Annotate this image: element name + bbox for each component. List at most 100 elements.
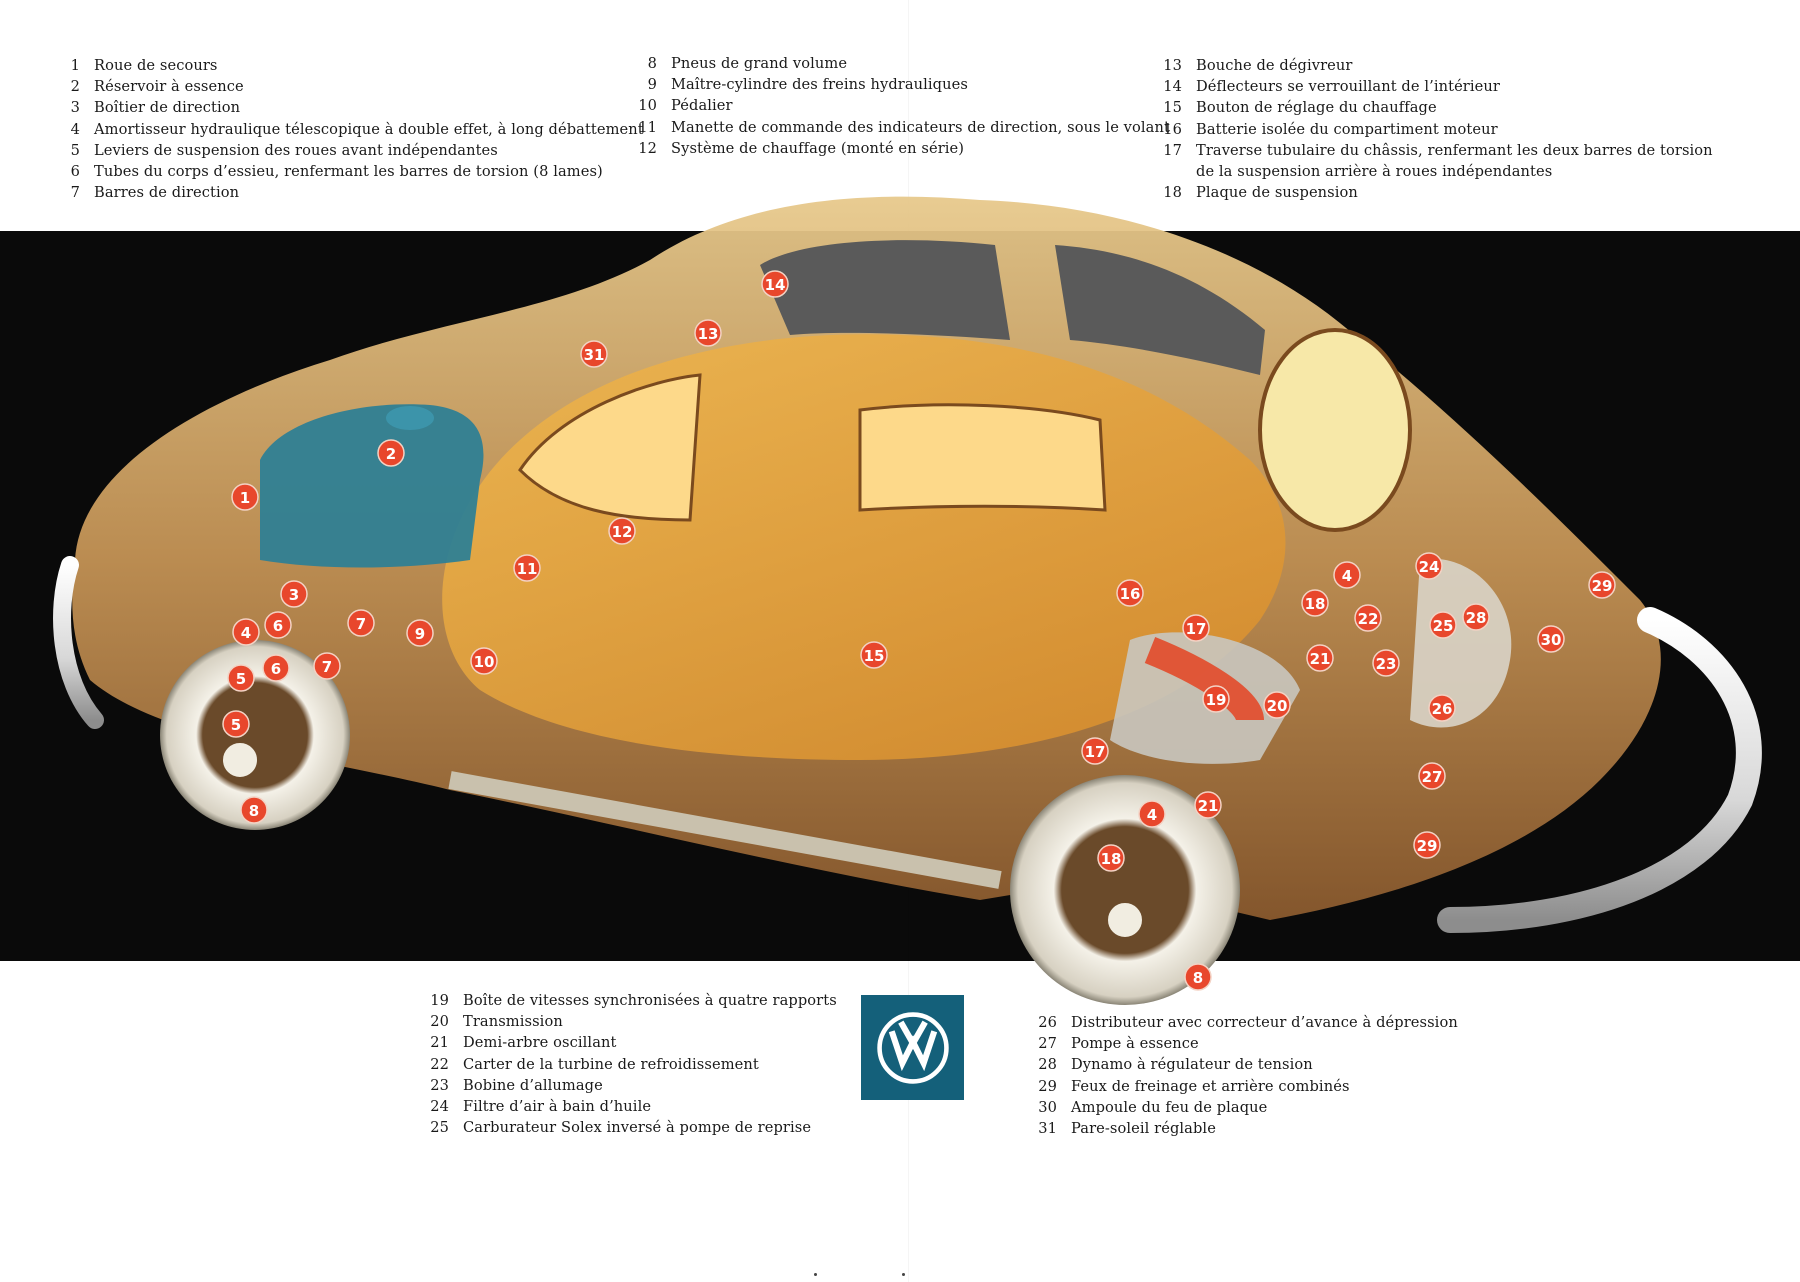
callout-16: 16 <box>1116 579 1144 607</box>
svg-text:7: 7 <box>356 615 366 633</box>
legend-label: Leviers de suspension des roues avant in… <box>94 141 498 159</box>
callout-12: 12 <box>608 517 636 545</box>
callout-18: 18 <box>1301 589 1329 617</box>
legend-label: Amortisseur hydraulique télescopique à d… <box>94 120 644 138</box>
legend-label: Carter de la turbine de refroidissement <box>463 1055 759 1073</box>
callout-15: 15 <box>860 641 888 669</box>
legend-label: Boîte de vitesses synchronisées à quatre… <box>463 992 837 1009</box>
legend-label: Bouton de réglage du chauffage <box>1196 99 1437 117</box>
legend-number: 23 <box>430 1076 449 1094</box>
callout-1: 1 <box>231 483 259 511</box>
svg-text:29: 29 <box>1592 577 1613 595</box>
legend-item: 10 Pédalier <box>630 95 1170 116</box>
legend-number: 5 <box>70 141 80 159</box>
callout-23: 23 <box>1372 649 1400 677</box>
legend-item: 6 Tubes du corps d’essieu, renfermant les… <box>53 161 644 182</box>
callout-13: 13 <box>694 319 722 347</box>
svg-text:4: 4 <box>241 624 251 642</box>
legend-number: 27 <box>1038 1035 1057 1053</box>
legend-number: 13 <box>1163 57 1182 74</box>
svg-text:13: 13 <box>698 325 719 343</box>
callout-7: 7 <box>347 609 375 637</box>
callout-4: 4 <box>1333 561 1361 589</box>
legend-label: Filtre d’air à bain d’huile <box>463 1097 652 1115</box>
svg-text:19: 19 <box>1206 691 1227 709</box>
legend-bottom-left: 19 Boîte de vitesses synchronisées à quat… <box>422 990 837 1138</box>
front-wheel <box>160 640 350 830</box>
svg-text:17: 17 <box>1085 743 1106 761</box>
svg-text:9: 9 <box>415 625 425 643</box>
legend-number: 3 <box>70 99 80 117</box>
legend-number: 22 <box>430 1055 449 1073</box>
legend-label: Système de chauffage (monté en série) <box>671 139 965 157</box>
legend-number: 18 <box>1163 184 1182 202</box>
svg-text:15: 15 <box>864 647 885 665</box>
rear-wheel <box>1010 775 1240 1005</box>
svg-text:24: 24 <box>1419 558 1440 576</box>
callout-24: 24 <box>1415 552 1443 580</box>
legend-number: 31 <box>1038 1119 1057 1137</box>
callout-21: 21 <box>1306 644 1334 672</box>
legend-label: Déflecteurs se verrouillant de l’intérie… <box>1196 78 1500 96</box>
legend-number: 20 <box>430 1013 449 1031</box>
legend-label: Feux de freinage et arrière combinés <box>1071 1077 1350 1095</box>
svg-text:1: 1 <box>240 489 250 507</box>
legend-label: Plaque de suspension <box>1196 184 1358 202</box>
legend-label: Pompe à essence <box>1071 1035 1199 1053</box>
callout-29: 29 <box>1588 571 1616 599</box>
legend-label: Tubes du corps d’essieu, renfermant les … <box>94 162 603 180</box>
legend-number: 10 <box>638 97 657 115</box>
callout-10: 10 <box>470 647 498 675</box>
svg-text:17: 17 <box>1186 620 1207 638</box>
svg-text:3: 3 <box>289 586 299 604</box>
svg-text:22: 22 <box>1358 610 1379 628</box>
callout-14: 14 <box>761 270 789 298</box>
svg-text:12: 12 <box>612 523 633 541</box>
legend-number: 6 <box>70 162 80 180</box>
callout-22: 22 <box>1354 604 1382 632</box>
legend-number: 17 <box>1163 141 1182 159</box>
legend-label: Pédalier <box>671 97 733 115</box>
legend-label: Réservoir à essence <box>94 78 244 96</box>
vw-logo-icon <box>876 1011 949 1084</box>
callout-17: 17 <box>1081 737 1109 765</box>
svg-text:26: 26 <box>1432 700 1453 718</box>
callout-17: 17 <box>1182 614 1210 642</box>
callout-21: 21 <box>1194 791 1222 819</box>
legend-number: 25 <box>430 1119 449 1137</box>
legend-item: 18 Plaque de suspension <box>1155 182 1713 203</box>
callout-20: 20 <box>1263 691 1291 719</box>
svg-text:25: 25 <box>1433 617 1454 635</box>
legend-label: Roue de secours <box>94 57 218 74</box>
legend-label: Manette de commande des indicateurs de d… <box>671 118 1170 136</box>
print-mark <box>902 1273 905 1276</box>
callout-30: 30 <box>1537 625 1565 653</box>
svg-text:21: 21 <box>1198 797 1219 815</box>
legend-number: 8 <box>647 55 657 72</box>
legend-number: 1 <box>70 57 80 74</box>
print-mark <box>814 1273 817 1276</box>
legend-item: 22 Carter de la turbine de refroidissemen… <box>422 1054 837 1075</box>
svg-text:31: 31 <box>584 346 605 364</box>
legend-item: 5 Leviers de suspension des roues avant i… <box>53 140 644 161</box>
callout-9: 9 <box>406 619 434 647</box>
legend-label: Maître-cylindre des freins hydrauliques <box>671 76 968 94</box>
car-body <box>53 196 1762 933</box>
callout-7: 7 <box>313 652 341 680</box>
legend-number: 19 <box>430 992 449 1009</box>
